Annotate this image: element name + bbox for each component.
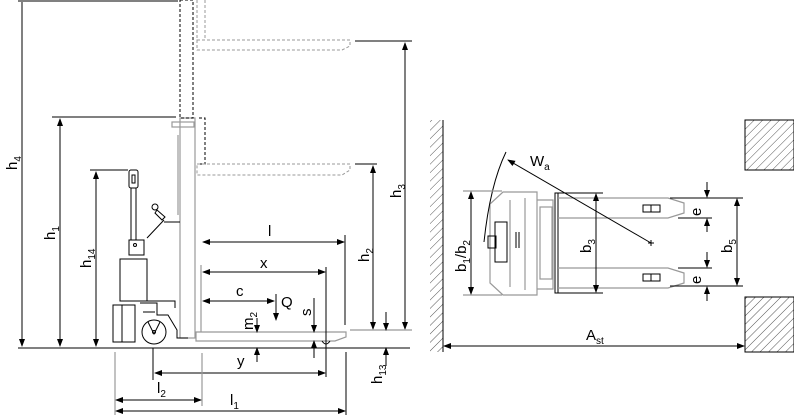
mast: [171, 0, 196, 339]
top-view: Wa b1/b2 b3 e e b5 Ast: [430, 119, 794, 353]
label-Q: Q: [281, 294, 293, 311]
label-h4: h4: [4, 156, 24, 170]
tiller: [128, 169, 180, 256]
label-h1: h1: [42, 226, 62, 240]
label-h3: h3: [388, 184, 408, 198]
label-l: l: [268, 223, 271, 240]
label-m2: m2: [240, 312, 260, 331]
label-b5: b5: [719, 239, 739, 253]
truck-top: [487, 191, 685, 296]
label-x: x: [260, 255, 268, 272]
label-c: c: [236, 283, 244, 300]
label-l2: l2: [157, 380, 166, 400]
label-h13: h13: [369, 364, 389, 384]
label-h2: h2: [356, 248, 376, 262]
label-y: y: [237, 353, 245, 370]
label-e-bottom: e: [688, 276, 705, 284]
rack-upper: [744, 119, 794, 171]
fork: [195, 265, 347, 345]
raised-fork-lower: [196, 117, 351, 176]
label-s: s: [298, 309, 315, 317]
drive-unit: [112, 304, 136, 343]
label-e-top: e: [688, 208, 705, 216]
label-Ast: Ast: [586, 327, 604, 347]
raised-fork-upper: [196, 0, 351, 51]
wall-left: [430, 120, 443, 352]
side-view: h4 h1 h14 h3 h2 h13 l x c Q: [4, 0, 412, 415]
wheel: [141, 319, 167, 345]
chassis: [122, 300, 188, 339]
label-h14: h14: [78, 248, 98, 268]
rack-lower: [744, 296, 794, 353]
label-b3: b3: [578, 239, 598, 253]
label-l1: l1: [230, 392, 239, 412]
label-Wa: Wa: [530, 153, 550, 173]
label-b1-b2: b1/b2: [453, 240, 473, 272]
battery-box: [119, 258, 148, 302]
